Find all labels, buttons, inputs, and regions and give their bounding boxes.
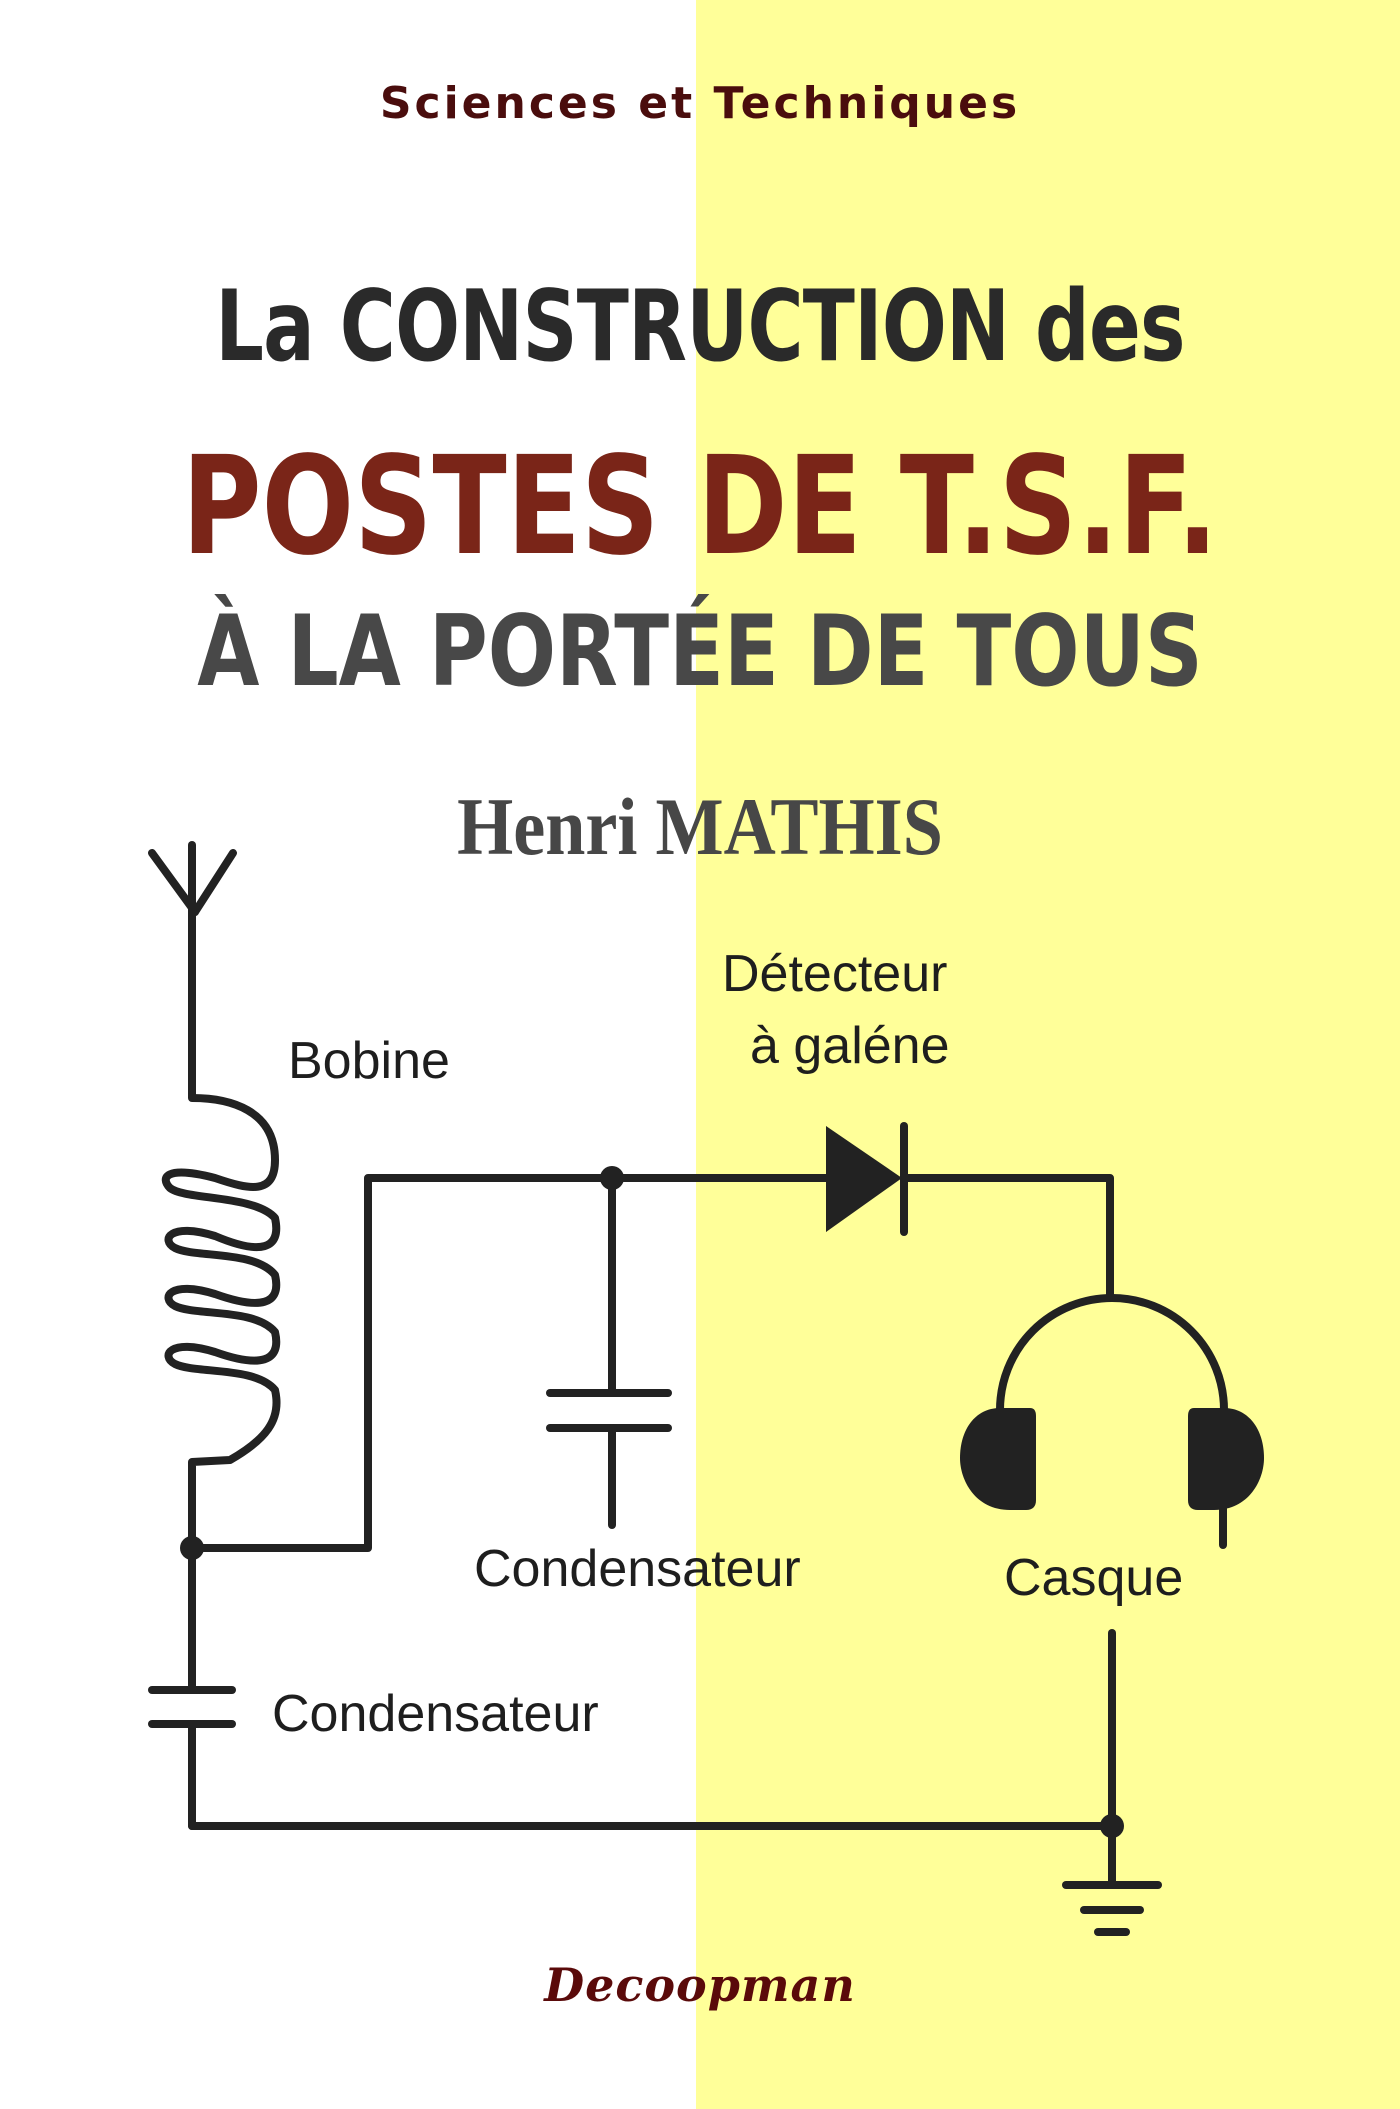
antenna-icon [148,841,237,1099]
left-capacitor-icon [148,1544,236,1830]
coil-label: Bobine [288,1032,450,1090]
diode-arrow [826,1126,902,1232]
detector-label-line-1: Détecteur [722,945,948,1003]
middle-capacitor-label: Condensateur [474,1540,801,1598]
publisher-logo: Decoopman [544,1958,856,2012]
junction-dot [600,1166,624,1190]
coil-icon [161,1091,281,1552]
tuning-wire [188,1174,830,1552]
series-title: Sciences et Techniques [379,78,1021,129]
yellow-background-panel [696,0,1400,2109]
detector-label-line-2: à galéne [750,1017,950,1075]
book-title-line-1: La CONSTRUCTION des [215,270,1185,384]
headphones-label: Casque [1004,1549,1184,1607]
left-earcup [960,1408,1036,1510]
book-title-line-2: POSTES DE T.S.F. [181,428,1219,586]
diode-icon [900,1122,1114,1301]
left-capacitor-label: Condensateur [272,1685,599,1743]
headphones-icon [996,1294,1228,1549]
right-earcup [1188,1408,1264,1510]
junction-dot [1100,1814,1124,1838]
ground-icon [1062,1629,1162,1936]
author-name: Henri MATHIS [457,781,943,872]
middle-capacitor-icon [546,1174,672,1529]
junction-dot [180,1536,204,1560]
book-title-line-3: À LA PORTÉE DE TOUS [197,595,1203,709]
